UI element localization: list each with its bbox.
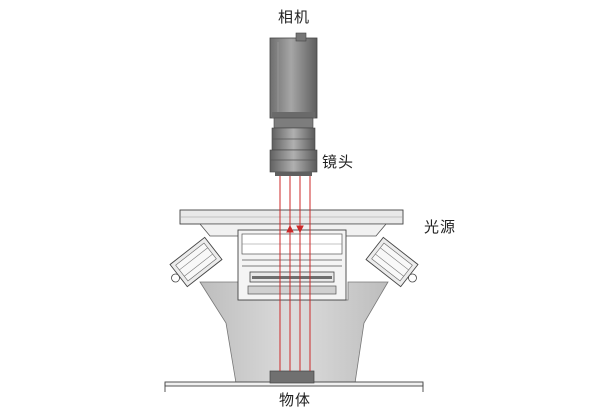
- object-sample: [269, 370, 315, 384]
- camera-body: [269, 32, 318, 119]
- ray-arrow-up-icon: [286, 224, 294, 233]
- light-source-label: 光源: [424, 218, 457, 236]
- object-label: 物体: [279, 391, 312, 409]
- camera-label: 相机: [278, 8, 311, 26]
- light-source-housing: [169, 209, 419, 384]
- lens-label: 镜头: [322, 153, 355, 171]
- lens-body: [269, 117, 318, 176]
- optical-rays: [279, 176, 311, 371]
- ray-arrow-down-icon: [296, 225, 304, 234]
